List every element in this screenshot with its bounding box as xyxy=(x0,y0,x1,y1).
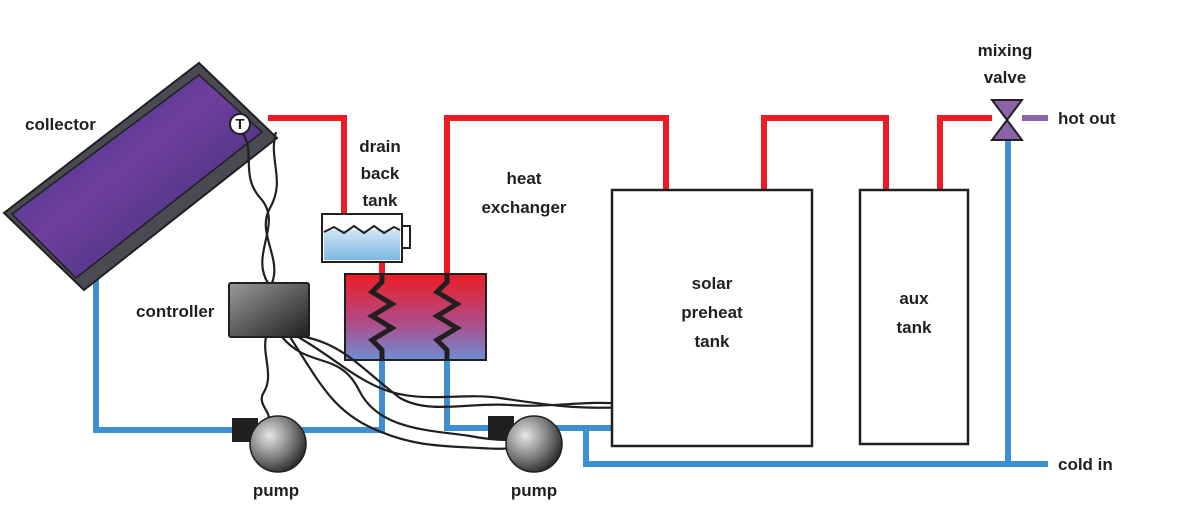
controller-label: controller xyxy=(136,302,215,321)
pump-left xyxy=(232,415,307,473)
aux-to-valve-pipe xyxy=(937,115,992,190)
mixing-valve xyxy=(990,99,1024,141)
mixing-valve-label-line1: mixing xyxy=(978,41,1033,60)
wire-to-right-pump-b xyxy=(289,336,511,450)
cold-supply-pipe xyxy=(583,428,1048,467)
wire-collector-sensor-b xyxy=(264,131,278,284)
aux-tank-label-line1: aux xyxy=(899,289,929,308)
drain-back-label-line3: tank xyxy=(363,191,399,210)
wire-to-tank-sensor xyxy=(297,336,623,409)
wire-to-left-pump xyxy=(260,336,270,421)
drain-back-label-line1: drain xyxy=(359,137,401,156)
collector-sensor: T xyxy=(229,113,251,135)
heat-exchanger xyxy=(344,273,487,361)
cold-in-label: cold in xyxy=(1058,455,1113,474)
hx-coil-left xyxy=(367,274,397,360)
pump-right xyxy=(488,415,563,473)
cold-pipes xyxy=(93,132,1048,467)
collector-return-pipe xyxy=(93,276,242,433)
heat-exchanger-label-line1: heat xyxy=(507,169,542,188)
solar-preheat-label-line1: solar xyxy=(692,274,733,293)
pump-left-to-hx-pipe xyxy=(298,356,385,433)
aux-tank-label-line2: tank xyxy=(897,318,933,337)
drain-back-tank xyxy=(321,213,411,263)
aux-tank xyxy=(858,188,970,446)
pump-left-label: pump xyxy=(253,481,299,500)
drain-back-label-line2: back xyxy=(361,164,400,183)
hot-out-label: hot out xyxy=(1058,109,1116,128)
heat-exchanger-label-line2: exchanger xyxy=(481,198,566,217)
solar-collector xyxy=(2,61,279,292)
preheat-to-aux-pipe xyxy=(761,115,889,190)
hx-to-preheat-pipe xyxy=(444,115,669,274)
wire-to-tank-sensor-b xyxy=(304,335,623,409)
collector-label: collector xyxy=(25,115,96,134)
hx-to-pump-right-pipe xyxy=(444,356,498,431)
solar-preheat-tank xyxy=(610,188,814,448)
collector-panel xyxy=(10,74,264,280)
pump-right-label: pump xyxy=(511,481,557,500)
mixing-valve-label-line2: valve xyxy=(984,68,1027,87)
solar-preheat-label-line2: preheat xyxy=(681,303,743,322)
solar-preheat-label-line3: tank xyxy=(695,332,731,351)
controller-box xyxy=(228,282,310,338)
collector-to-drainback-pipe xyxy=(268,115,347,214)
wire-collector-sensor xyxy=(239,129,270,284)
hot-pipes xyxy=(268,115,1048,274)
collector-sensor-symbol: T xyxy=(235,116,244,133)
hx-coil-right xyxy=(432,274,462,360)
